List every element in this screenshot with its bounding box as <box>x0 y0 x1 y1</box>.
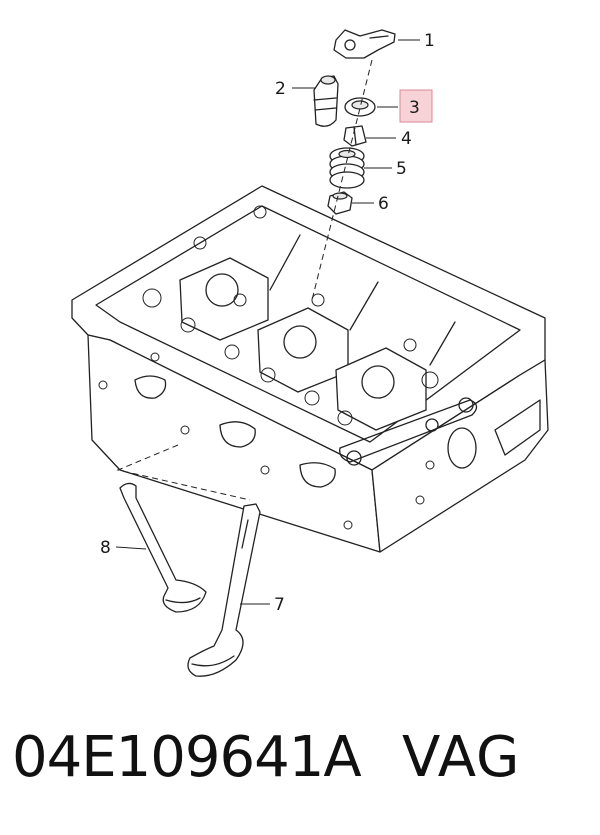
brand-name: VAG <box>402 725 521 790</box>
callout-4: 4 <box>366 129 412 149</box>
svg-text:8: 8 <box>100 538 111 558</box>
hydraulic-lifter <box>313 75 339 127</box>
cam-journal-1 <box>179 257 269 341</box>
svg-text:1: 1 <box>424 31 435 51</box>
cam-journal-3 <box>335 347 427 431</box>
spring-seat <box>327 191 353 215</box>
valve-stem-seal <box>344 97 376 117</box>
svg-text:7: 7 <box>274 595 285 615</box>
part-number: 04E109641A <box>12 725 362 790</box>
intake-valve <box>119 482 207 613</box>
callout-8: 8 <box>100 538 147 558</box>
exploded-parts-diagram: 1 2 3 4 5 6 7 8 <box>71 29 549 677</box>
callout-3-highlight <box>399 89 433 123</box>
callout-6: 6 <box>352 194 389 214</box>
footer: 04E109641A VAG <box>0 725 600 825</box>
callout-3: 3 <box>377 89 433 123</box>
callout-7: 7 <box>240 595 285 615</box>
svg-text:2: 2 <box>275 79 286 99</box>
rocker-arm <box>333 29 396 59</box>
valve-spring <box>329 147 365 189</box>
callout-2: 2 <box>275 79 316 99</box>
valve-collet <box>343 125 367 147</box>
cylinder-head <box>71 185 549 553</box>
svg-text:6: 6 <box>378 194 389 214</box>
callout-1: 1 <box>398 31 435 51</box>
svg-text:4: 4 <box>401 129 412 149</box>
callout-5: 5 <box>364 159 407 179</box>
svg-text:5: 5 <box>396 159 407 179</box>
exhaust-valve <box>187 503 261 677</box>
svg-text:3: 3 <box>409 98 420 118</box>
